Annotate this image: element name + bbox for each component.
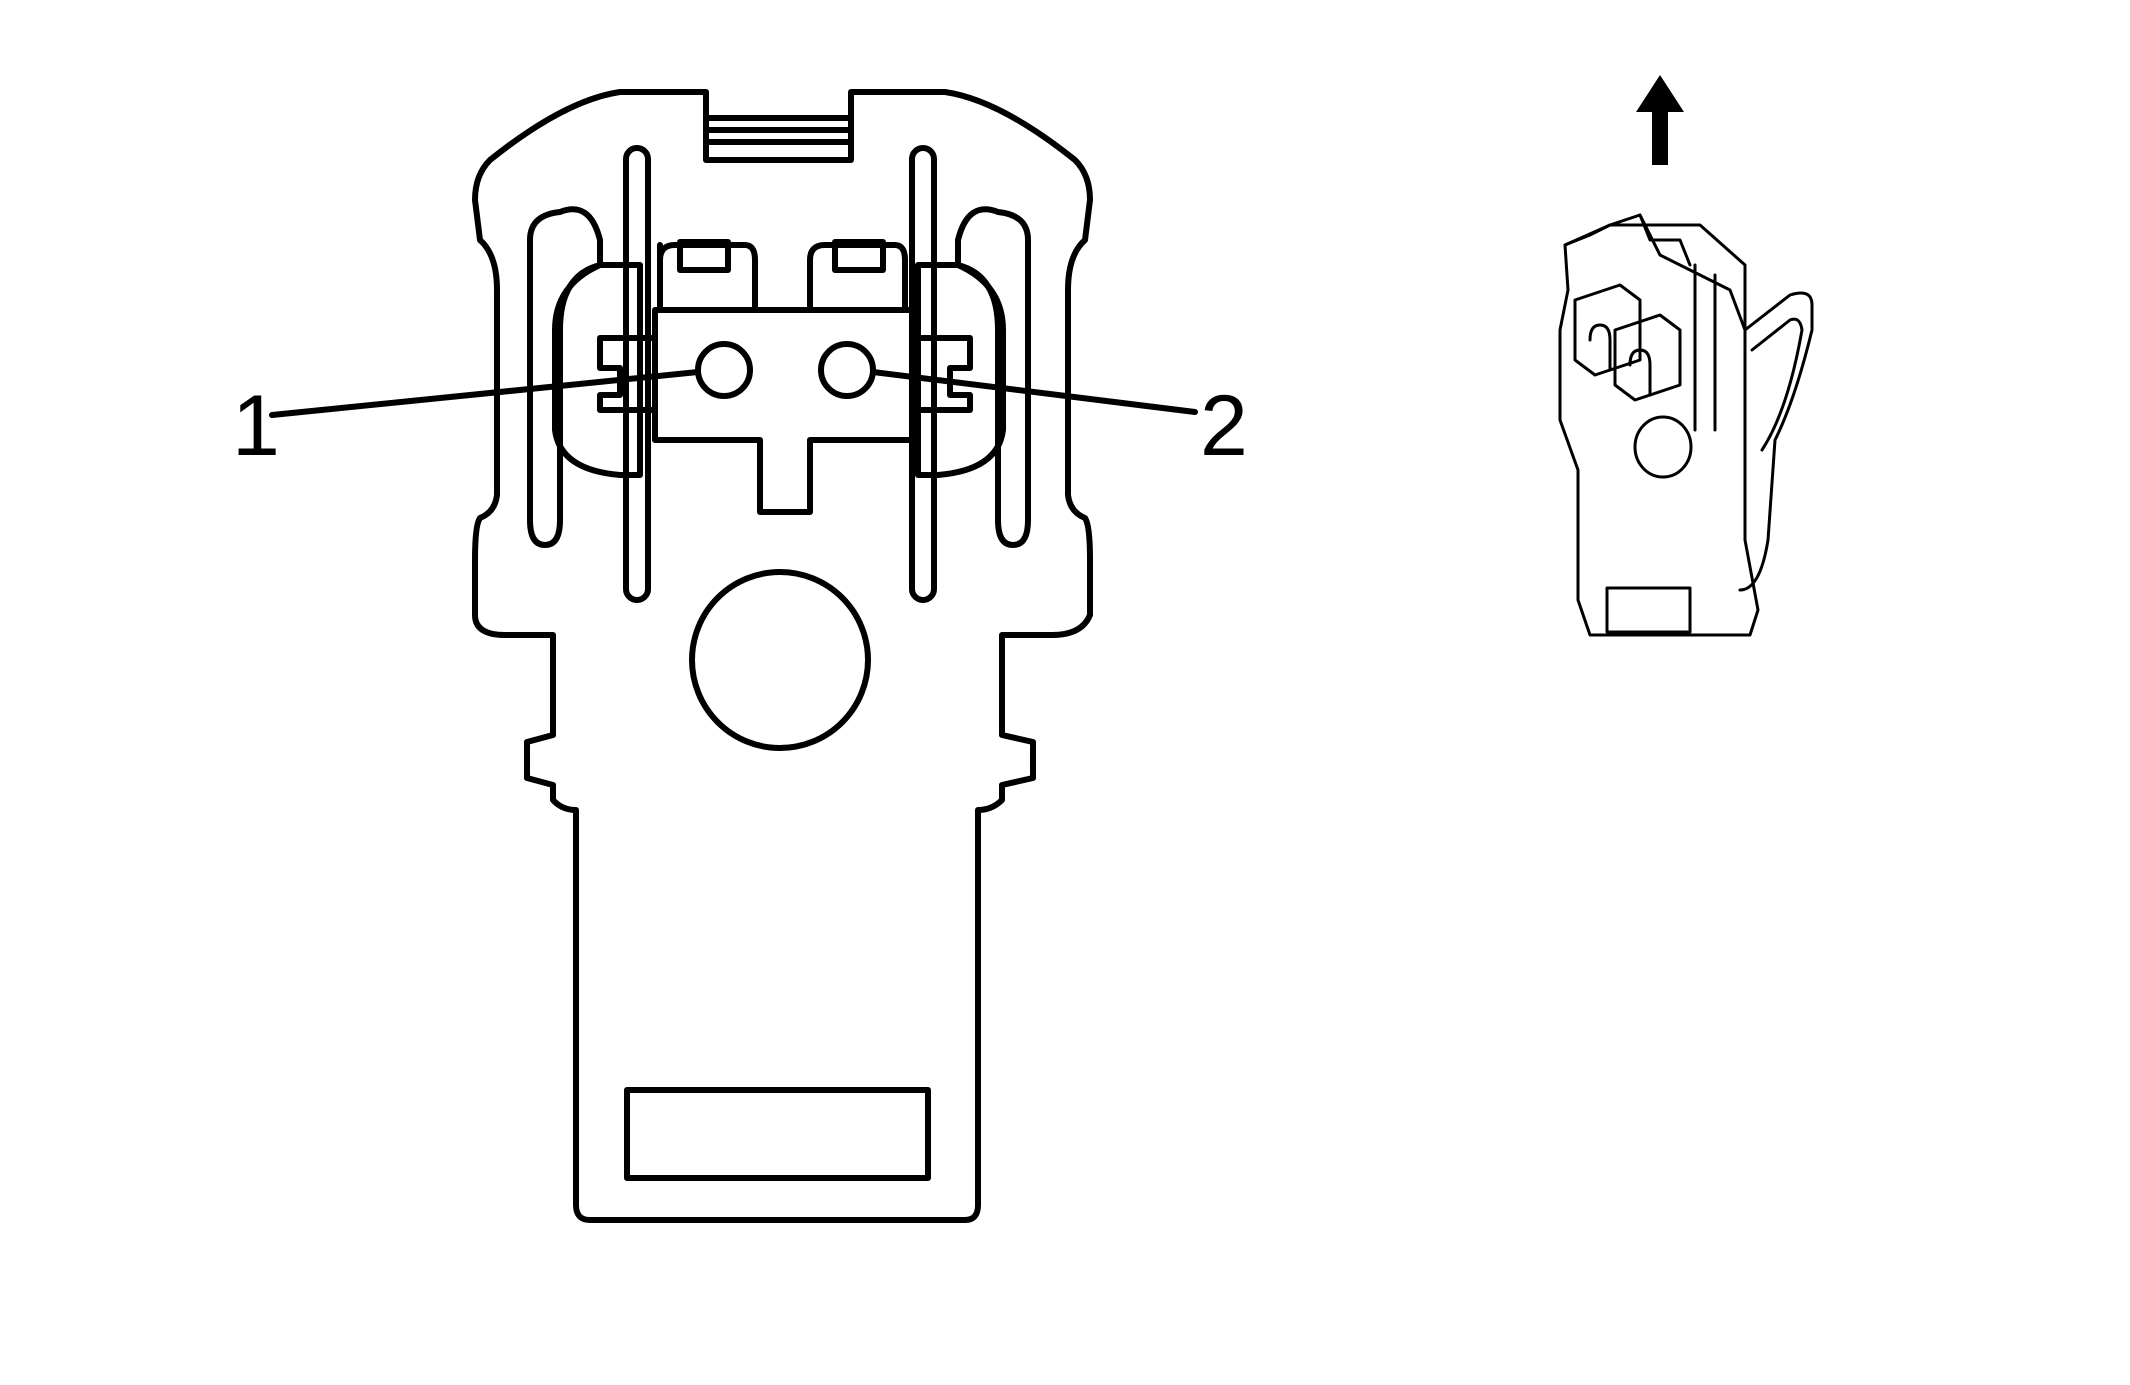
upper-cavity-left [657,242,758,313]
perspective-cavity-left [1573,283,1642,377]
terminal-block [652,307,918,515]
perspective-latch [1638,213,1692,267]
right-guide-pad [915,262,1006,478]
terminal-2 [818,341,876,399]
upper-cavity-right-insert [832,239,886,273]
left-guide-pad [552,262,643,478]
callout-1-label: 1 [232,378,280,474]
arrow-up-icon [1636,75,1684,165]
callout-1-leader [269,369,701,418]
center-hole [689,569,871,751]
terminal-bracket-right [912,335,973,413]
connector-face-view [472,89,1093,1223]
terminal-1 [695,341,753,399]
connector-housing-outline [472,89,1093,1223]
perspective-body [1558,213,1760,637]
left-spring-arm [527,206,603,548]
perspective-side-clip-inner [1750,317,1804,452]
label-window [624,1087,931,1181]
perspective-label-window [1605,586,1692,634]
callout-2-label: 2 [1200,378,1248,474]
perspective-pin-2 [1628,348,1652,397]
perspective-top-edge [1563,223,1747,332]
perspective-cavity-right [1613,313,1682,402]
connector-perspective-view [1558,213,1814,637]
left-inner-slot [623,145,651,603]
upper-cavity-right [807,242,908,313]
right-spring-arm [955,206,1031,548]
perspective-center-hole [1633,415,1693,479]
callout-2-leader [870,369,1198,415]
perspective-pin-1 [1588,323,1612,372]
upper-cavity-left-insert [677,239,731,273]
perspective-side-clip [1738,291,1814,592]
